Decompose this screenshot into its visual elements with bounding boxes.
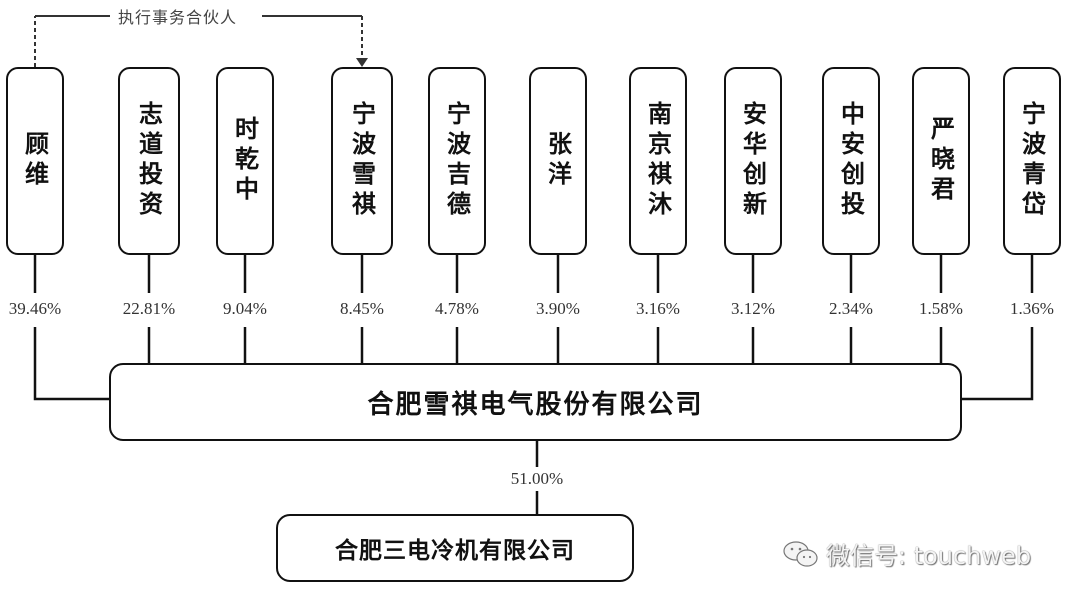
- shareholder-percent: 22.81%: [120, 299, 178, 319]
- subsidiary-percent: 51.00%: [508, 467, 566, 491]
- gp-arrowhead-icon: [356, 58, 368, 67]
- stem-elbow: [962, 327, 1034, 401]
- subsidiary-company-name: 合肥三电冷机有限公司: [335, 538, 575, 564]
- shareholder-name: 南京祺沐: [643, 101, 672, 221]
- shareholder-name: 安华创新: [738, 101, 767, 221]
- shareholder-percent: 3.16%: [634, 299, 682, 319]
- shareholder-box: 安华创新: [724, 67, 782, 255]
- shareholder-box: 宁波雪祺: [331, 67, 393, 255]
- shareholder-percent: 2.34%: [827, 299, 875, 319]
- wechat-icon: [783, 540, 818, 567]
- shareholder-percent: 39.46%: [6, 299, 64, 319]
- shareholder-percent: 3.90%: [534, 299, 582, 319]
- shareholder-box: 张洋: [529, 67, 587, 255]
- general-partner-connector: [34, 15, 368, 67]
- shareholder-name: 宁波吉德: [442, 101, 471, 221]
- shareholder-box: 南京祺沐: [629, 67, 687, 255]
- subsidiary-company-box: 合肥三电冷机有限公司: [276, 514, 634, 582]
- shareholder-name: 严晓君: [926, 116, 955, 206]
- shareholder-box: 顾维: [6, 67, 64, 255]
- shareholder-box: 严晓君: [912, 67, 970, 255]
- shareholder-name: 张洋: [543, 131, 572, 191]
- shareholder-name: 志道投资: [134, 101, 163, 221]
- general-partner-label: 执行事务合伙人: [112, 4, 244, 28]
- shareholder-percent: 8.45%: [338, 299, 386, 319]
- shareholder-name: 宁波青岱: [1017, 101, 1046, 221]
- watermark-text: 微信号: touchweb: [826, 542, 1032, 570]
- stem-elbow: [33, 327, 109, 401]
- shareholder-stems: [33, 255, 1034, 401]
- shareholder-name: 顾维: [20, 131, 49, 191]
- shareholder-box: 宁波青岱: [1003, 67, 1061, 255]
- shareholder-name: 时乾中: [230, 116, 259, 206]
- shareholder-percent: 1.36%: [1008, 299, 1056, 319]
- shareholder-box: 时乾中: [216, 67, 274, 255]
- shareholder-box: 中安创投: [822, 67, 880, 255]
- shareholder-name: 中安创投: [836, 101, 865, 221]
- shareholder-percent: 4.78%: [433, 299, 481, 319]
- main-company-name: 合肥雪祺电气股份有限公司: [367, 389, 704, 420]
- shareholder-percent: 3.12%: [729, 299, 777, 319]
- watermark: 微信号: touchweb: [782, 536, 1031, 571]
- shareholder-percent: 9.04%: [221, 299, 269, 319]
- shareholder-box: 宁波吉德: [428, 67, 486, 255]
- shareholder-box: 志道投资: [118, 67, 180, 255]
- main-company-box: 合肥雪祺电气股份有限公司: [109, 363, 962, 441]
- shareholder-percent: 1.58%: [917, 299, 965, 319]
- shareholder-name: 宁波雪祺: [347, 101, 376, 221]
